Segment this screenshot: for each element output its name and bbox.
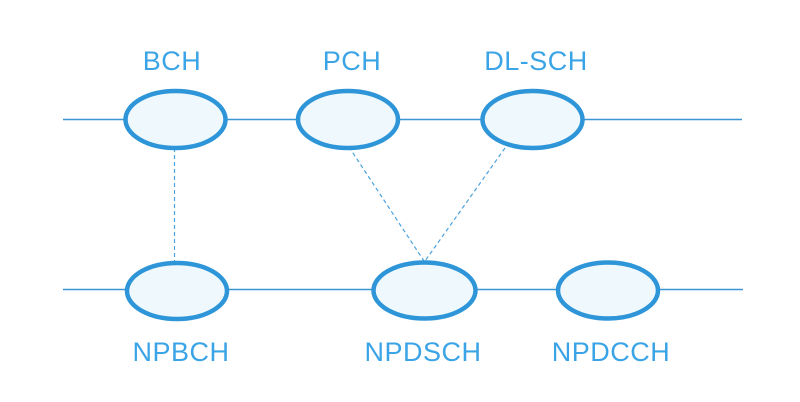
node-label-npbch: NPBCH xyxy=(132,337,229,367)
node-ellipse-npbch xyxy=(124,260,230,322)
node-label-npdsch: NPDSCH xyxy=(364,337,481,367)
node-ellipse-npdcch xyxy=(555,260,661,321)
node-label-bch: BCH xyxy=(143,46,202,76)
node-ellipse-pch xyxy=(295,88,401,151)
node-label-dlsch: DL-SCH xyxy=(484,46,588,76)
connector-pch-npdsch xyxy=(348,146,425,262)
node-ellipse-bch xyxy=(123,88,228,151)
node-ellipse-dlsch xyxy=(480,88,585,151)
node-label-npdcch: NPDCCH xyxy=(552,337,671,367)
connector-dlsch-npdsch xyxy=(424,147,506,262)
node-label-pch: PCH xyxy=(323,46,382,76)
node-ellipse-npdsch xyxy=(371,260,478,321)
